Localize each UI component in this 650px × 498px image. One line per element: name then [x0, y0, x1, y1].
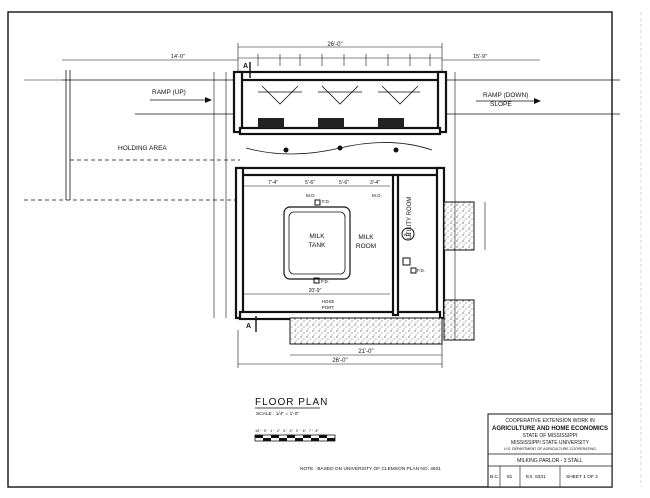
section-a-bottom: A [246, 323, 251, 330]
tb-line2: AGRICULTURE AND HOME ECONOMICS [492, 426, 608, 432]
title-block: COOPERATIVE EXTENSION WORK IN AGRICULTUR… [487, 413, 613, 488]
section-a-top: A [243, 63, 248, 70]
dim-sec-b: 5'-6" [305, 180, 315, 186]
scale-bar: 10' 0' 1' 2' 3' 4' 5' 6' 7' 8' [254, 429, 336, 442]
ramp-up: RAMP (UP) [24, 70, 240, 200]
tb-code-no: 81 [507, 474, 513, 480]
milk-tank-label-2: TANK [309, 242, 327, 249]
bottom-dimensions: 21'-0" 26'-0" [237, 330, 443, 368]
scale-label: SCALE : 1/4" = 1'-0" [256, 411, 299, 417]
slope-label: SLOPE [490, 101, 512, 108]
tb-line1: COOPERATIVE EXTENSION WORK IN [505, 418, 595, 424]
scale-bar-labels: 10' 0' 1' 2' 3' 4' 5' 6' 7' 8' [255, 429, 320, 434]
sheet-border [7, 11, 613, 488]
dim-mo-2: M.O. [372, 193, 382, 198]
holding-area-label: HOLDING AREA [118, 145, 167, 152]
dim-top-left: 14'-0" [171, 54, 185, 60]
tb-sheet: SHEET 1 OF 2 [566, 474, 598, 480]
ramp-up-label: RAMP (UP) [152, 89, 186, 96]
tb-line3: STATE OF MISSISSIPPI [523, 433, 578, 439]
tb-line4: MISSISSIPPI STATE UNIVERSITY [511, 440, 590, 446]
tb-code: B.C. [490, 474, 499, 480]
floor-drain-label-3: F.D. [417, 268, 425, 273]
dim-bottom-inner: 21'-0" [358, 349, 373, 355]
tb-line5: U.S. DEPARTMENT OF AGRICULTURE COOPERATI… [504, 447, 596, 451]
section-marker-bottom: A [246, 316, 257, 332]
left-dimensions [213, 72, 227, 318]
milk-room-label-2: ROOM [356, 243, 376, 250]
utility-room: UTILITY ROOM W.H. F.D. [401, 197, 475, 341]
dim-mo-1: M.O. [306, 193, 316, 198]
floor-drain-label-2: F.D. [321, 279, 329, 284]
milking-stalls [245, 85, 433, 155]
dim-room-width: 20'-9" [309, 288, 322, 294]
tb-drawing-title: MILKING PARLOR - 3 STALL [517, 458, 583, 464]
building-walls [232, 70, 448, 321]
dim-sec-d: 3'-4" [370, 180, 380, 186]
ramp-down-label: RAMP (DOWN) [483, 92, 528, 99]
dim-sec-c: 5'-6" [339, 180, 349, 186]
plan-note: NOTE : BASED ON UNIVERSITY OF CLEMSON PL… [300, 466, 441, 472]
front-slab [289, 317, 443, 345]
tb-ex: EX. 6331 [526, 474, 546, 480]
top-dimensions: 26'-0" 14'-0" 15'-9" [62, 42, 540, 75]
floor-drain-label-1: F.D. [322, 199, 330, 204]
holding-area: HOLDING AREA [24, 145, 240, 201]
dim-sec-a: 7'-4" [268, 180, 278, 186]
dim-bottom-overall: 26'-0" [332, 358, 347, 364]
ramp-down: RAMP (DOWN) SLOPE [442, 79, 620, 115]
water-heater-label: W.H. [404, 232, 413, 237]
floor-plan-title: FLOOR PLAN [255, 397, 328, 408]
dim-top-overall: 26'-0" [327, 42, 342, 48]
hose-port-label-1: HOSE [322, 299, 335, 304]
milk-room: MILK TANK MILK ROOM F.D. F.D. 20'-9" HOS… [244, 180, 390, 310]
right-dimensions [454, 72, 486, 340]
hose-port-label-2: PORT [322, 305, 335, 310]
dim-top-right: 15'-9" [473, 54, 487, 60]
utility-room-label: UTILITY ROOM [407, 197, 413, 240]
milk-tank-label-1: MILK [309, 233, 325, 240]
section-marker-top: A [243, 62, 251, 78]
milk-room-label-1: MILK [358, 234, 374, 241]
